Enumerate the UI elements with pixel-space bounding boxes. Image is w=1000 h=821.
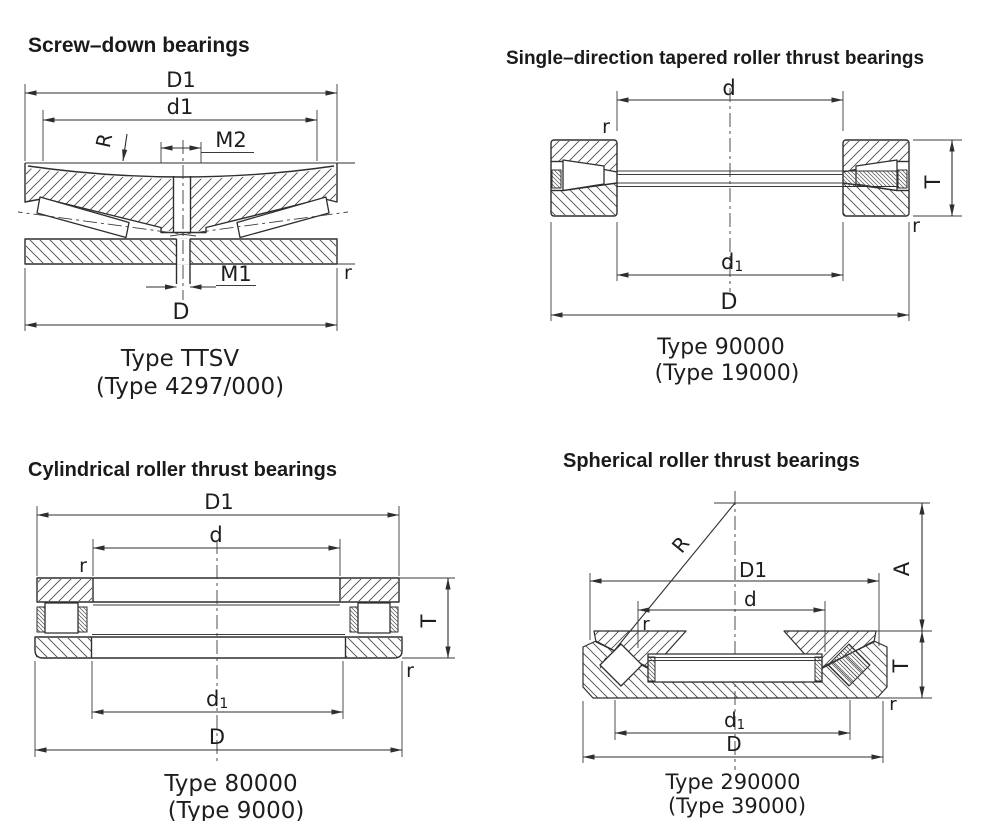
bottom-washer-section [24, 238, 355, 284]
dimension-D1: D1 [589, 558, 880, 646]
dim-label-d1: d1 [167, 95, 194, 119]
dimension-D: D [34, 661, 403, 757]
diagram-title: Spherical roller thrust bearings [563, 450, 860, 472]
bearing-section [550, 139, 910, 217]
top-washer-section [24, 162, 355, 234]
dimension-D: D [582, 701, 884, 763]
type-caption-2: (Type 4297/000) [96, 374, 284, 400]
dimension-A: A [890, 503, 925, 631]
dimension-D: D [550, 222, 910, 321]
dim-label-M2: M2 [215, 128, 246, 152]
dimension-T: T [889, 631, 925, 698]
dim-label-r-top: r [602, 116, 610, 138]
dim-label-D1: D1 [166, 68, 196, 92]
dimension-d1: d1 [91, 661, 344, 719]
type-caption-2: (Type 19000) [655, 361, 800, 386]
dimension-d1: d1 [616, 222, 844, 281]
dim-label-D: D [209, 725, 225, 749]
tapered-rollers [17, 196, 349, 239]
diagram-tapered-roller-thrust: Single–direction tapered roller thrust b… [506, 48, 962, 386]
diagram-cylindrical-roller-thrust: Cylindrical roller thrust bearings D1 d … [28, 459, 455, 821]
dim-label-d1: d1 [721, 250, 743, 275]
dim-label-r-bottom: r [912, 215, 920, 237]
type-caption-1: Type 90000 [656, 335, 785, 360]
dim-label-d1: d1 [724, 708, 745, 733]
dim-label-A: A [890, 561, 914, 576]
dim-label-T: T [417, 614, 441, 628]
diagram-spherical-roller-thrust: Spherical roller thrust bearings R D1 d … [563, 450, 932, 818]
dimension-R: R [91, 131, 128, 162]
type-caption-1: Type 290000 [664, 770, 800, 794]
dimension-D: D [24, 268, 338, 331]
dim-label-D: D [173, 300, 190, 325]
dim-label-D: D [726, 732, 741, 756]
dimension-d: d [92, 523, 341, 576]
diagram-title: Cylindrical roller thrust bearings [28, 459, 337, 481]
type-caption-1: Type TTSV [120, 346, 239, 372]
dim-label-d: d [722, 76, 735, 100]
dim-label-r-left: r [642, 614, 650, 635]
dim-label-d: d [744, 587, 757, 611]
type-caption-2: (Type 9000) [168, 798, 305, 821]
bearing-section [582, 630, 932, 699]
dimension-M2: M2 [160, 128, 254, 163]
dim-label-D1: D1 [204, 490, 234, 514]
dimension-D1: D1 [24, 68, 338, 161]
type-caption-1: Type 80000 [163, 771, 297, 797]
dim-label-R: R [91, 131, 117, 150]
dim-label-r-bottom: r [406, 660, 414, 682]
dim-label-T: T [921, 175, 945, 189]
dimension-D1: D1 [36, 490, 400, 576]
diagram-screw-down-bearings: Screw–down bearings D1 d1 R M2 [17, 34, 355, 400]
type-caption-2: (Type 39000) [668, 794, 806, 818]
dim-label-d1: d1 [206, 687, 228, 712]
dim-label-r-right: r [889, 694, 897, 715]
dim-label-T: T [889, 659, 913, 673]
dim-label-R: R [667, 532, 694, 558]
dim-label-M1: M1 [220, 262, 251, 286]
dimension-T: T [417, 578, 451, 658]
dimension-d1: d1 [42, 95, 318, 161]
bearing-section [34, 577, 455, 659]
diagram-title: Screw–down bearings [28, 34, 250, 57]
dimension-d1: d1 [614, 700, 851, 740]
dim-label-d: d [209, 523, 222, 547]
dimension-d: d [637, 587, 826, 652]
dimension-T: T [913, 139, 962, 217]
dimension-M1: M1 [146, 262, 256, 290]
dim-label-D1: D1 [739, 558, 767, 582]
dim-label-D: D [721, 290, 738, 315]
dim-label-r: r [344, 262, 352, 284]
diagram-title: Single–direction tapered roller thrust b… [506, 48, 924, 69]
dim-label-r-top: r [79, 555, 87, 577]
